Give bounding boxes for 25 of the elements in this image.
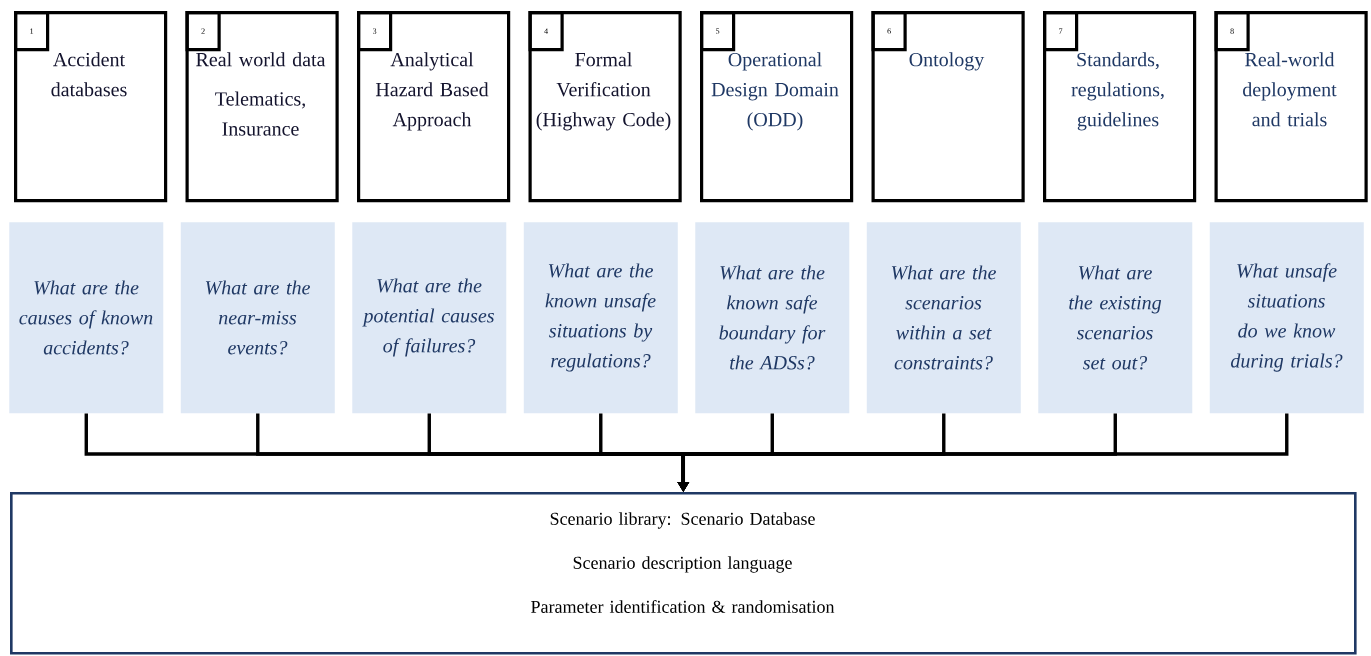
- source-box: 3 Analytical Hazard Based Approach: [357, 11, 511, 203]
- question-box: What are the near-miss events?: [180, 222, 335, 414]
- source-box: 4 Formal Verification (Highway Code): [528, 11, 682, 203]
- number-tab: 8: [1214, 11, 1250, 52]
- source-box: 8 Real-world deployment and trials: [1214, 11, 1368, 203]
- question-box: What are the existing scenarios set out?: [1038, 222, 1193, 414]
- number-tab: 7: [1043, 11, 1079, 52]
- library-box: Scenario library: Scenario Database Scenario description language Parameter identification & randomisation: [10, 492, 1357, 655]
- source-box: 5 Operational Design Domain (ODD): [700, 11, 854, 203]
- number-tab: 4: [528, 11, 564, 52]
- number-tab: 2: [185, 11, 221, 52]
- source-box: 1 Accident databases: [14, 11, 168, 203]
- source-box: 7 Standards, regulations, guidelines: [1043, 11, 1197, 203]
- number-tab: 1: [14, 11, 50, 52]
- source-box: 6 Ontology: [871, 11, 1025, 203]
- number-tab: 5: [700, 11, 736, 52]
- question-box: What are the known safe boundary for the ADSs?: [695, 222, 850, 414]
- question-box: What are the known unsafe situations by regulations?: [523, 222, 678, 414]
- question-box: What are the potential causes of failures?: [352, 222, 507, 414]
- question-box: What are the causes of known accidents?: [9, 222, 164, 414]
- number-tab: 3: [357, 11, 393, 52]
- question-box: What are the scenarios within a set constraints?: [866, 222, 1021, 414]
- source-box: 2 Real world data Telematics, Insurance: [185, 11, 339, 203]
- question-box: What unsafe situations do we know during trials?: [1209, 222, 1364, 414]
- number-tab: 6: [871, 11, 907, 52]
